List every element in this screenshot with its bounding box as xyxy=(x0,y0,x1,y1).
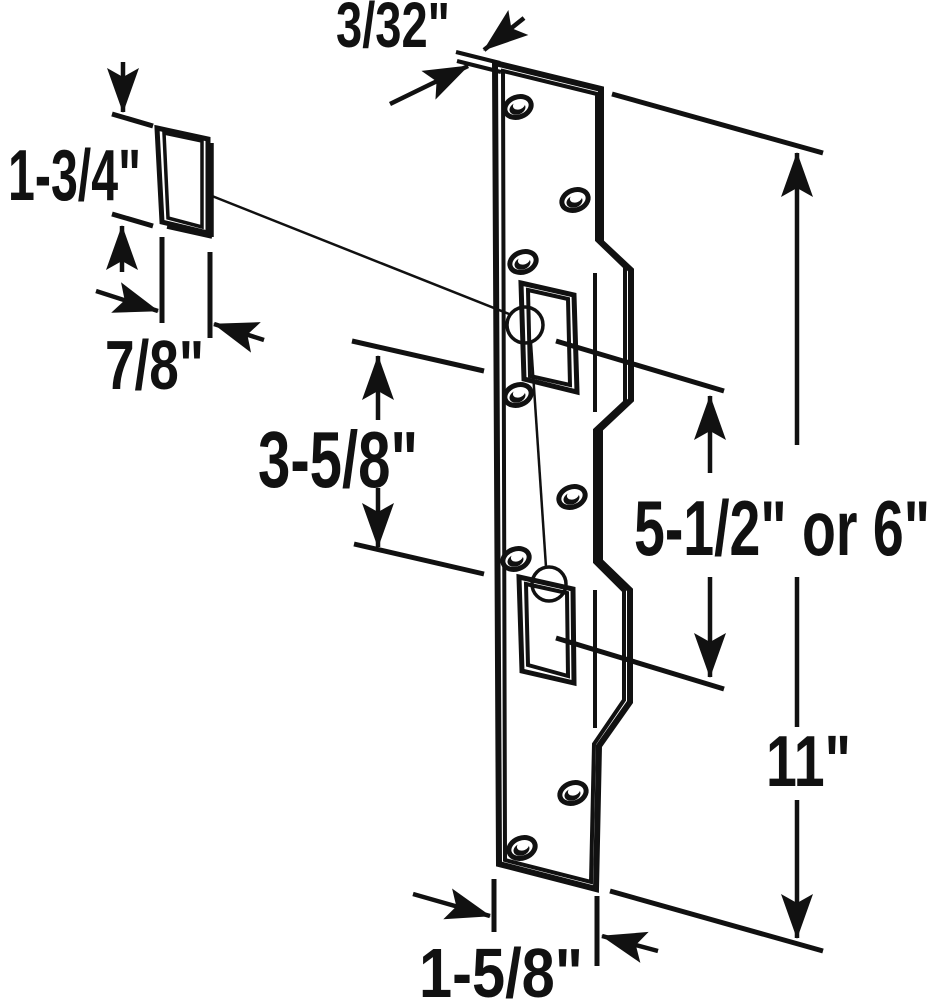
plate-outline-inner xyxy=(500,68,627,885)
plate-outline-outer xyxy=(491,59,634,893)
dim-thickness: 3/32" xyxy=(336,0,529,107)
dim-center-spacing: 5-1/2" or 6" xyxy=(555,338,930,692)
dim-thickness-label: 3/32" xyxy=(336,0,450,61)
dim-latch-gap: 3-5/8" xyxy=(258,338,485,577)
dim-plate-width-label: 1-5/8" xyxy=(419,934,583,1000)
strike-plate-body xyxy=(491,59,634,893)
dim-detail-width-label: 7/8" xyxy=(105,326,204,404)
dim-detail-height: 1-3/4" xyxy=(8,62,154,272)
dim-plate-length-label: 11" xyxy=(766,722,851,802)
edge-detail-piece xyxy=(154,124,214,239)
leader-circle-latch2 xyxy=(530,565,568,603)
leader-circle-latch1 xyxy=(505,305,545,345)
dim-latch-gap-label: 3-5/8" xyxy=(258,415,418,504)
latch-opening-2 xyxy=(516,573,577,687)
leader-line-detail-to-latch1 xyxy=(211,194,510,316)
leader-lines xyxy=(211,194,568,603)
dim-plate-width: 1-5/8" xyxy=(412,879,659,1000)
leader-line-latch1-to-latch2 xyxy=(529,342,548,568)
dim-detail-height-label: 1-3/4" xyxy=(8,136,141,216)
latch-opening-1 xyxy=(518,279,580,396)
dim-center-spacing-label: 5-1/2" or 6" xyxy=(634,484,930,572)
dim-detail-width: 7/8" xyxy=(95,237,265,404)
dim-plate-length: 11" xyxy=(609,91,851,954)
